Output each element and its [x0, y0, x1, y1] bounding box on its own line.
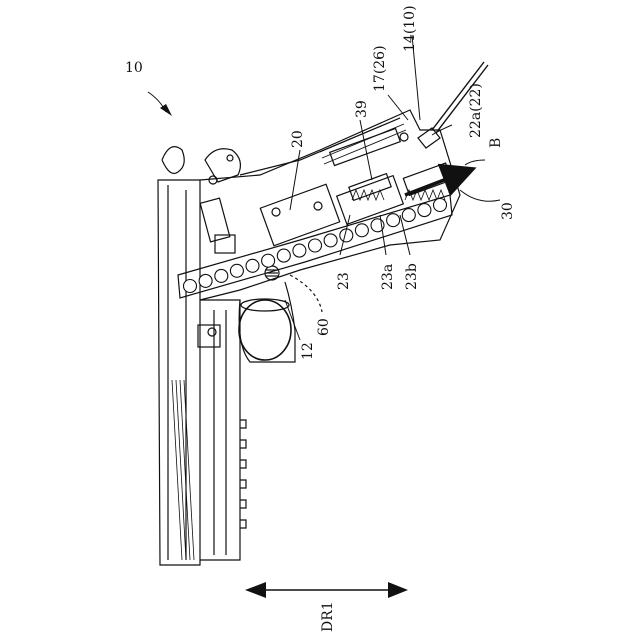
- label-17-26: 17(26): [372, 45, 388, 92]
- label-60: 60: [316, 318, 332, 336]
- grip-checkering: [320, 118, 406, 164]
- label-30: 30: [500, 202, 516, 220]
- bb-ball: [309, 239, 322, 252]
- bb-ball: [418, 204, 431, 217]
- bb-ball: [230, 264, 243, 277]
- rail-teeth: [240, 420, 246, 528]
- pistol-drawing: [158, 62, 488, 565]
- hammer: [162, 147, 184, 174]
- bb-ball: [262, 254, 275, 267]
- leader-lines: [148, 35, 500, 340]
- bb-ball: [355, 224, 368, 237]
- label-22a-22: 22a(22): [468, 83, 484, 138]
- dashed-leader-60: [290, 275, 322, 312]
- trigger-guard: [239, 282, 295, 362]
- dr1-double-arrow: [245, 582, 408, 598]
- reference-labels: 10 20 39 17(26) 14(10) 22a(22) B 30 23 2…: [125, 5, 516, 632]
- label-20: 20: [290, 130, 306, 148]
- label-23: 23: [336, 272, 352, 290]
- label-39: 39: [354, 100, 370, 118]
- bb-ball: [293, 244, 306, 257]
- bb-ball: [387, 214, 400, 227]
- bb-ball: [277, 249, 290, 262]
- bb-ball: [434, 199, 447, 212]
- label-23b: 23b: [404, 263, 420, 290]
- bb-ball: [215, 269, 228, 282]
- bb-ball: [246, 259, 259, 272]
- bb-ball: [324, 234, 337, 247]
- label-DR1: DR1: [320, 601, 336, 632]
- label-10: 10: [125, 60, 143, 76]
- bb-ball: [402, 209, 415, 222]
- bb-ball: [184, 280, 197, 293]
- slide-serrations: [172, 380, 194, 560]
- label-12: 12: [300, 342, 316, 360]
- bb-ball: [199, 274, 212, 287]
- label-B: B: [488, 138, 504, 148]
- label-14-10: 14(10): [402, 5, 418, 52]
- label-23a: 23a: [380, 264, 396, 290]
